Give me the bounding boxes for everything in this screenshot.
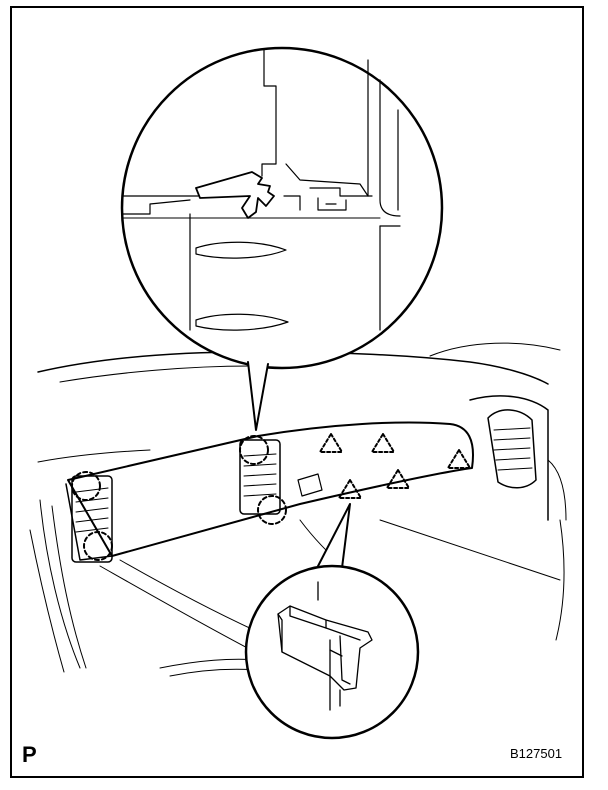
claw-marker — [83, 531, 113, 561]
panel-slot — [195, 313, 289, 331]
page-label: P — [22, 742, 37, 767]
clip-detail-callout — [244, 503, 420, 740]
panel-button — [297, 473, 323, 497]
center-air-vent — [239, 439, 281, 515]
claw-detail-callout — [120, 46, 444, 431]
figure-code: B127501 — [510, 746, 563, 761]
clip-marker — [319, 433, 343, 453]
instrument-trim-panel — [65, 421, 474, 561]
clip-marker — [371, 433, 395, 453]
claw-marker — [71, 471, 101, 501]
clip-location-markers — [319, 433, 471, 499]
panel-slot — [195, 241, 287, 259]
claw-profile — [195, 171, 275, 219]
clip-marker — [386, 469, 410, 489]
clip-marker — [338, 479, 362, 499]
right-side-air-vent — [487, 409, 537, 489]
clip-marker — [447, 449, 471, 469]
claw-marker — [239, 435, 269, 465]
claw-location-markers — [71, 435, 287, 561]
left-air-vent — [71, 475, 113, 563]
claw-marker — [257, 495, 287, 525]
